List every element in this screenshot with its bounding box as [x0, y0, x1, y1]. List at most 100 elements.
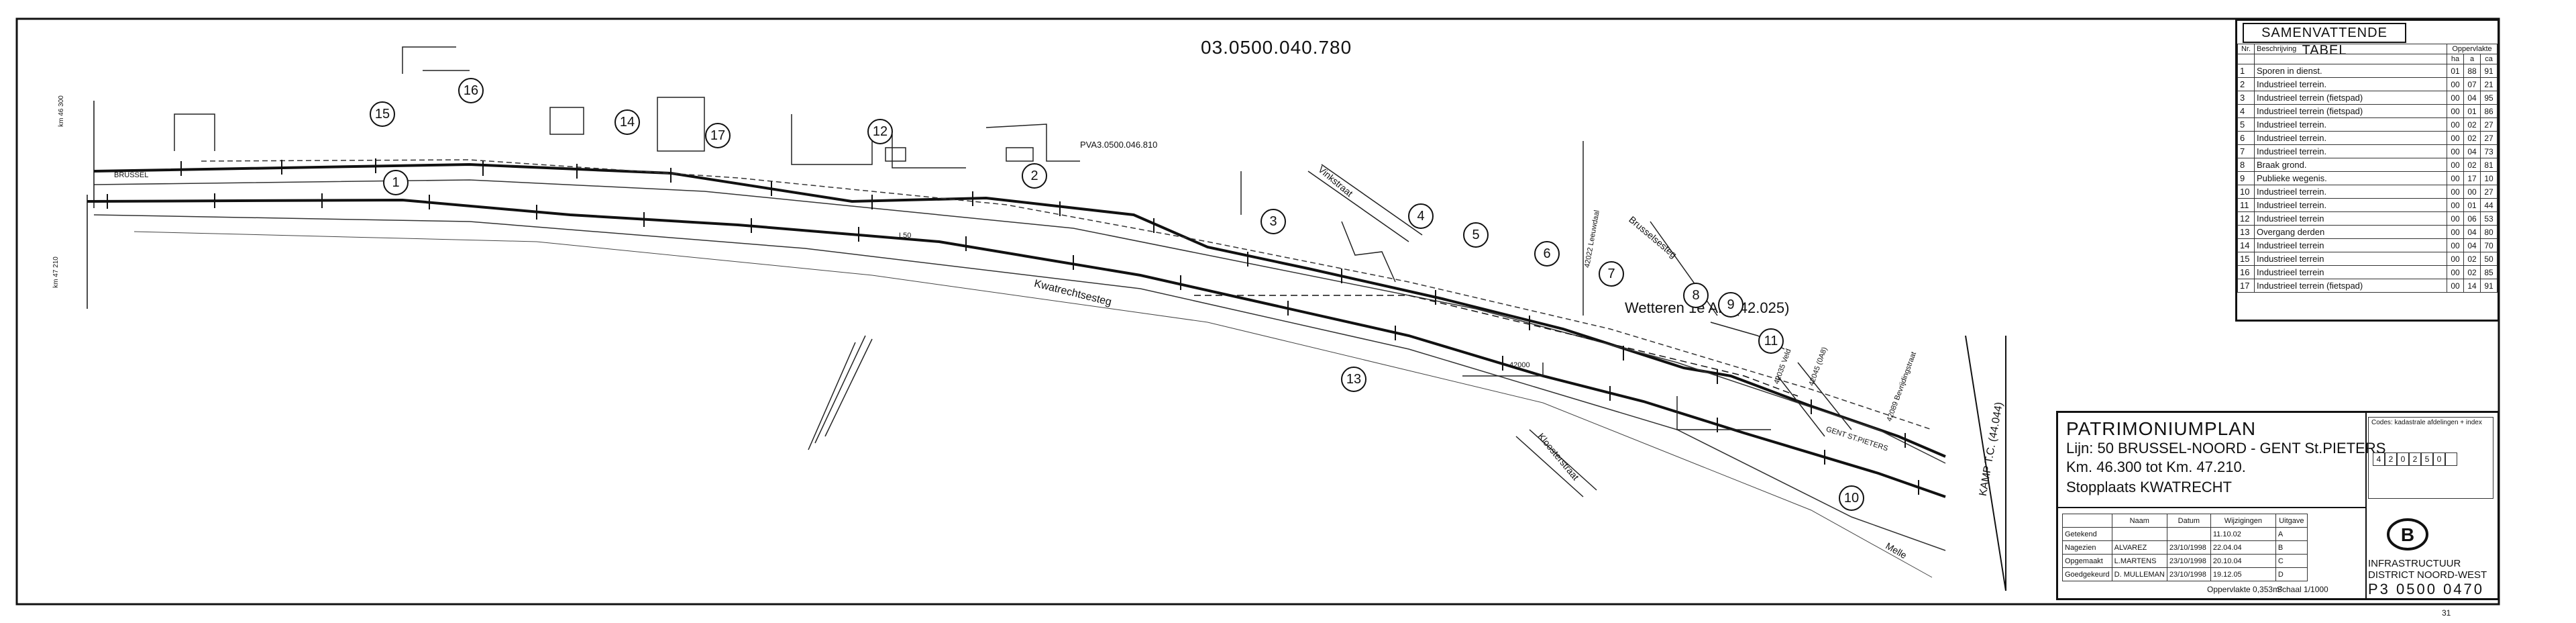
summary-cell-ca: 86: [2480, 104, 2498, 118]
summary-cell-ha: 00: [2447, 279, 2464, 293]
summary-cell-desc: Industrieel terrein: [2254, 252, 2447, 266]
summary-cell-a: 04: [2463, 144, 2481, 158]
parcel-marker-17: 17: [705, 123, 731, 148]
parcel-42000-label: 42000: [1509, 361, 1530, 369]
line-description: Lijn: 50 BRUSSEL-NOORD - GENT St.PIETERS: [2066, 440, 2386, 457]
summary-cell-a: 02: [2463, 265, 2481, 279]
summary-cell-desc: Industrieel terrein.: [2254, 198, 2447, 212]
summary-cell-a: 01: [2463, 198, 2481, 212]
revision-cell-name: ALVAREZ: [2111, 540, 2167, 555]
km-47-label: km 47 210: [52, 256, 60, 288]
nmbs-logo-icon: B: [2387, 518, 2428, 550]
parcel-marker-2: 2: [1022, 163, 1047, 189]
summary-cell-a: 02: [2463, 131, 2481, 145]
summary-cell-desc: Industrieel terrein: [2254, 211, 2447, 226]
summary-cell-ca: 91: [2480, 279, 2498, 293]
summary-cell-ca: 21: [2480, 77, 2498, 91]
summary-cell-ca: 95: [2480, 91, 2498, 105]
sheet-number: 31: [2442, 608, 2451, 618]
revision-cell-role: Opgemaakt: [2062, 554, 2112, 568]
revision-cell-date: 23/10/1998: [2166, 554, 2211, 568]
organization: INFRASTRUCTUUR DISTRICT NOORD-WEST: [2368, 558, 2487, 581]
revision-cell-index: A: [2275, 527, 2308, 541]
revision-cell-changes: 19.12.05: [2210, 567, 2276, 581]
parcel-marker-9: 9: [1718, 292, 1743, 318]
summary-cell-nr: 3: [2237, 91, 2255, 105]
code-cell: 0: [2433, 452, 2445, 466]
summary-cell-ha: 00: [2447, 252, 2464, 266]
parcel-marker-1: 1: [383, 170, 409, 195]
summary-cell-a: 06: [2463, 211, 2481, 226]
col-ha: ha: [2447, 54, 2464, 64]
summary-cell-ca: 53: [2480, 211, 2498, 226]
rev-col-name: Naam: [2111, 514, 2167, 528]
parcel-marker-7: 7: [1599, 261, 1624, 287]
revision-cell-changes: 22.04.04: [2210, 540, 2276, 555]
col-a: a: [2463, 54, 2481, 64]
revision-cell-role: Goedgekeurd: [2062, 567, 2112, 581]
summary-cell-nr: 2: [2237, 77, 2255, 91]
summary-cell-nr: 8: [2237, 158, 2255, 172]
summary-cell-nr: 15: [2237, 252, 2255, 266]
summary-cell-a: 02: [2463, 117, 2481, 132]
summary-cell-desc: Industrieel terrein.: [2254, 185, 2447, 199]
summary-cell-desc: Industrieel terrein (fietspad): [2254, 104, 2447, 118]
pva-label: PVA3.0500.046.810: [1080, 140, 1158, 150]
summary-cell-a: 17: [2463, 171, 2481, 185]
summary-cell-ha: 00: [2447, 77, 2464, 91]
summary-cell-nr: 9: [2237, 171, 2255, 185]
summary-cell-ha: 00: [2447, 198, 2464, 212]
summary-cell-ca: 27: [2480, 117, 2498, 132]
summary-cell-ha: 00: [2447, 131, 2464, 145]
summary-cell-desc: Industrieel terrein.: [2254, 117, 2447, 132]
col-desc: Beschrijving: [2254, 44, 2447, 54]
summary-cell-desc: Industrieel terrein: [2254, 238, 2447, 252]
parcel-marker-15: 15: [370, 101, 395, 127]
summary-cell-nr: 4: [2237, 104, 2255, 118]
codes-title: Codes: kadastrale afdelingen + index: [2371, 419, 2482, 426]
summary-cell-ha: 00: [2447, 185, 2464, 199]
parcel-marker-12: 12: [867, 119, 893, 144]
parcel-marker-8: 8: [1683, 283, 1709, 308]
summary-cell-ca: 80: [2480, 225, 2498, 239]
summary-cell-ha: 00: [2447, 91, 2464, 105]
summary-cell-a: 88: [2463, 64, 2481, 78]
wetteren-label: Wetteren 1e Afd.(42.025): [1625, 299, 1790, 316]
brussel-arrow-label: BRUSSEL: [114, 171, 149, 179]
summary-cell-ha: 00: [2447, 117, 2464, 132]
col-ca: ca: [2480, 54, 2498, 64]
summary-cell-a: 04: [2463, 225, 2481, 239]
parcel-marker-4: 4: [1408, 203, 1434, 229]
revision-cell-name: [2111, 527, 2167, 541]
summary-cell-nr: 7: [2237, 144, 2255, 158]
summary-cell-desc: Industrieel terrein (fietspad): [2254, 279, 2447, 293]
org-line2: DISTRICT NOORD-WEST: [2368, 569, 2487, 581]
summary-cell-ca: 85: [2480, 265, 2498, 279]
parcel-marker-14: 14: [614, 109, 640, 135]
summary-cell-desc: Braak grond.: [2254, 158, 2447, 172]
code-cell: 0: [2397, 452, 2409, 466]
org-line1: INFRASTRUCTUUR: [2368, 558, 2461, 569]
summary-cell-ca: 81: [2480, 158, 2498, 172]
summary-cell-desc: Industrieel terrein: [2254, 265, 2447, 279]
summary-cell-ca: 27: [2480, 131, 2498, 145]
summary-cell-a: 07: [2463, 77, 2481, 91]
summary-cell-ha: 00: [2447, 104, 2464, 118]
summary-cell-nr: 5: [2237, 117, 2255, 132]
revision-cell-index: D: [2275, 567, 2308, 581]
summary-cell-desc: Industrieel terrein.: [2254, 77, 2447, 91]
